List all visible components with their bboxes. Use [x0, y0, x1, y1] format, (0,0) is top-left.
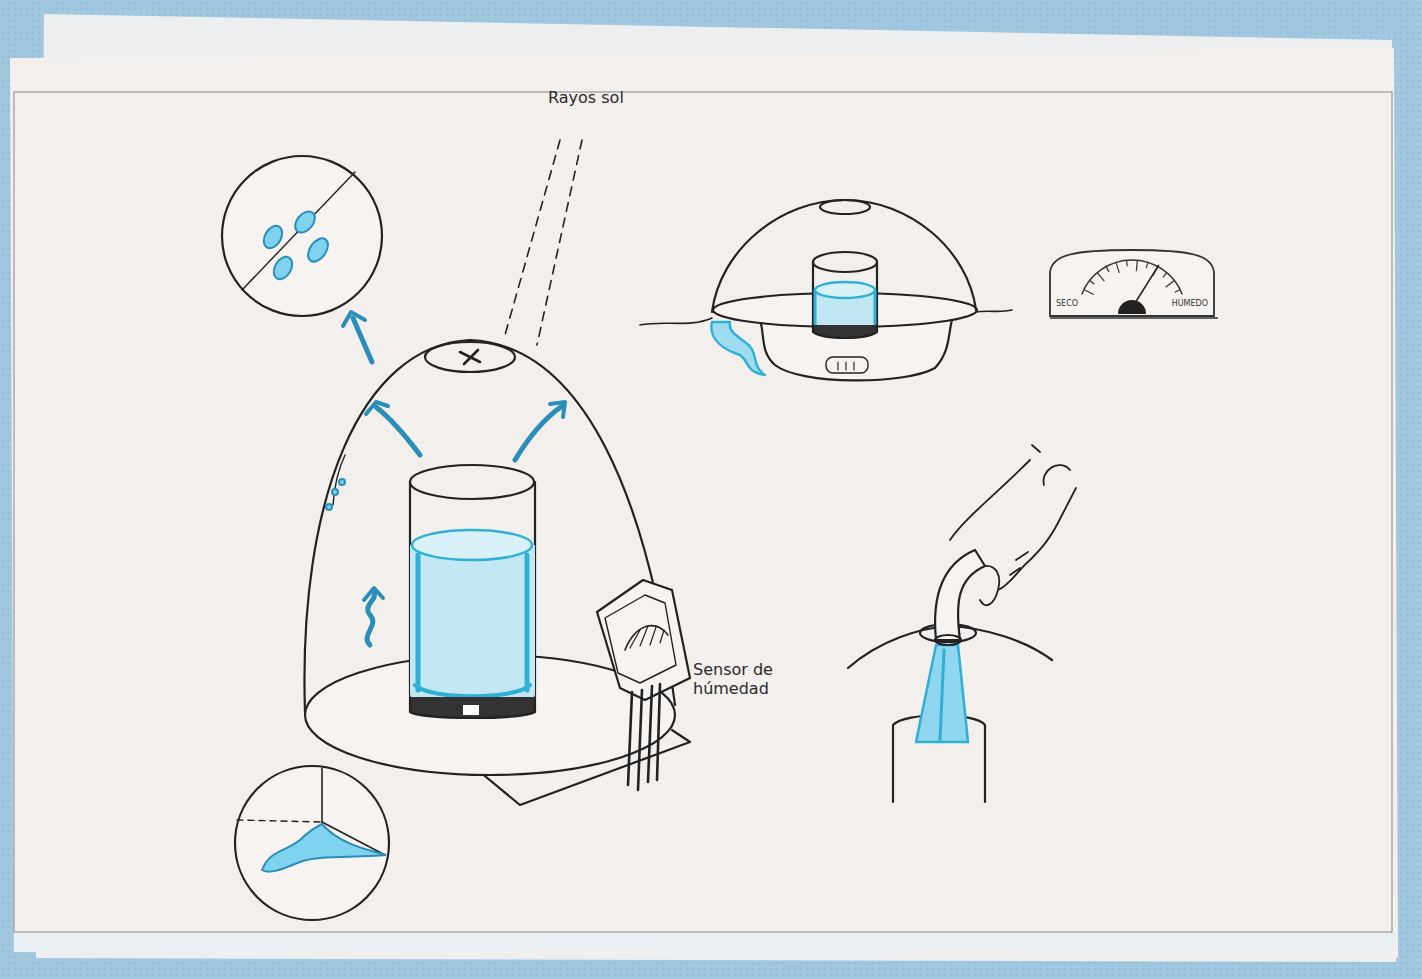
- sensor-ticks: [630, 626, 664, 648]
- small-dome: [712, 200, 976, 312]
- sensor-face: [605, 595, 676, 683]
- glass-base: [410, 697, 535, 718]
- exit-arrow: [353, 318, 372, 362]
- water-surface: [412, 530, 532, 560]
- paper-strip: [14, 932, 1396, 952]
- hand: [950, 445, 1076, 605]
- water-edge: [418, 555, 527, 690]
- vapor-arrow: [376, 407, 420, 455]
- sensor-box: [597, 580, 690, 700]
- vapor-arrowhead: [550, 402, 565, 417]
- dome-shine: [333, 455, 345, 505]
- paper-sheet: [10, 48, 1398, 958]
- hose: [935, 550, 985, 640]
- small-glass-rim: [813, 252, 877, 272]
- droplet: [339, 479, 345, 485]
- gauge-outline: [1046, 244, 1218, 320]
- vapor-arrow: [515, 406, 562, 460]
- heat-arrow: [367, 592, 375, 645]
- gauge-tick: [1136, 260, 1137, 271]
- gauge-tick: [1175, 290, 1180, 293]
- gauge-tick: [1126, 260, 1128, 266]
- water: [410, 545, 535, 708]
- gauge-scale-label: SECO: [1056, 299, 1078, 308]
- gauge-tick: [1106, 267, 1109, 272]
- sensor-legs: [628, 684, 660, 790]
- small-water-surface: [815, 282, 875, 298]
- gauge-needle: [1132, 265, 1159, 308]
- small-base-slot: [826, 357, 868, 373]
- hose-end: [935, 635, 961, 645]
- dome-vent: [425, 342, 515, 372]
- puddle: [262, 824, 386, 872]
- detail-circle: [222, 156, 382, 316]
- heat-arrowhead: [364, 588, 383, 600]
- gauge-scale-label: HÚMEDO: [1172, 299, 1208, 308]
- vent-mark: [460, 350, 480, 364]
- gauge-tick: [1146, 262, 1148, 268]
- detail-line: [237, 820, 322, 822]
- small-vent: [820, 200, 870, 214]
- gauge-tick: [1163, 273, 1167, 278]
- droplet: [326, 504, 332, 510]
- small-base-slot: [838, 362, 854, 370]
- droplet: [304, 235, 332, 265]
- detail-circle: [235, 766, 389, 920]
- water-stream: [916, 645, 968, 742]
- puddle: [711, 322, 765, 375]
- exit-arrowhead: [343, 312, 365, 326]
- small-base: [760, 320, 952, 380]
- vapor-arrowhead: [366, 402, 388, 414]
- gauge-tick: [1116, 262, 1119, 273]
- water-stream: [940, 650, 944, 740]
- sun-label: Rayos sol: [548, 88, 668, 107]
- glass-base-mark: [463, 705, 479, 715]
- detail-line: [242, 172, 355, 290]
- gauge-panel: SECO HÚMEDO: [1046, 244, 1218, 320]
- droplet: [260, 223, 286, 252]
- gauge-tick: [1084, 290, 1094, 295]
- gauge-baseline: [1050, 317, 1218, 318]
- sun-ray: [537, 140, 582, 345]
- droplet: [291, 208, 319, 237]
- small-glass-base: [813, 325, 877, 338]
- gauge-scale: [1082, 260, 1183, 294]
- gauge-tick: [1090, 280, 1095, 284]
- detail-line: [321, 768, 323, 822]
- gauge-tick: [1097, 273, 1104, 281]
- gauge-tick: [1166, 280, 1175, 287]
- glass-rim: [410, 465, 534, 499]
- sun-ray: [505, 140, 560, 335]
- droplet: [270, 254, 296, 283]
- sensor-label: Sensor de húmedad: [693, 660, 805, 698]
- gauge-body: [1050, 250, 1214, 316]
- water-edge: [415, 685, 530, 696]
- droplet: [332, 489, 338, 495]
- sensor-dial: [625, 626, 668, 650]
- frame-line: [14, 92, 1392, 932]
